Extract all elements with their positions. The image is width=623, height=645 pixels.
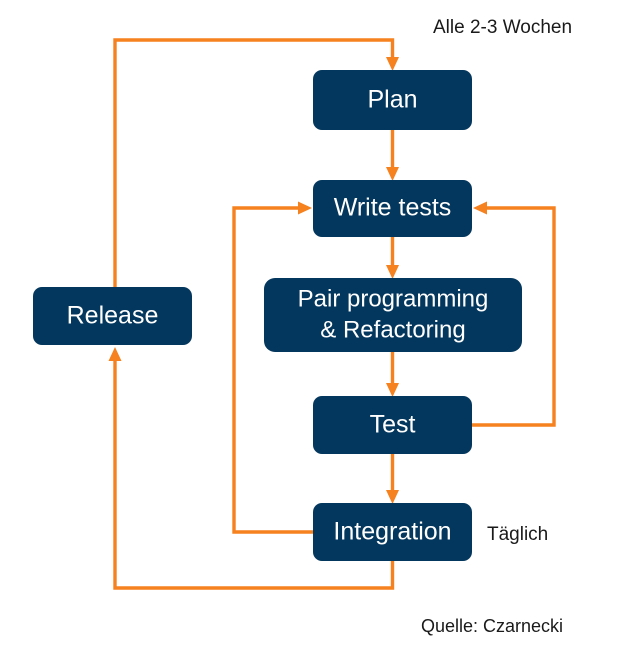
arrow-head-icon: [473, 201, 487, 215]
node-pair-programming[interactable]: Pair programming & Refactoring: [264, 278, 522, 352]
node-release-label: Release: [67, 302, 159, 330]
arrow-head-icon: [298, 201, 312, 215]
connector-integration-to-write-tests: [232, 201, 313, 534]
node-integration-label: Integration: [333, 518, 451, 546]
node-pair-programming-label-line2: & Refactoring: [320, 316, 465, 343]
connector-pair-programming-to-test: [386, 352, 399, 397]
node-test[interactable]: Test: [313, 396, 472, 454]
node-pair-programming-label-line1: Pair programming: [298, 285, 489, 312]
node-plan-label: Plan: [367, 86, 417, 114]
connector-plan-to-write-tests: [386, 130, 399, 181]
connector-test-to-write-tests: [472, 201, 556, 427]
connector-test-to-integration: [386, 453, 399, 504]
node-write-tests[interactable]: Write tests: [313, 180, 472, 237]
connector-integration-to-release: [108, 347, 395, 590]
annotation-daily-cadence: Täglich: [487, 524, 548, 545]
arrow-head-icon: [386, 57, 399, 71]
connector-release-to-plan: [113, 38, 399, 287]
annotation-source-credit: Quelle: Czarnecki: [421, 616, 563, 636]
node-integration[interactable]: Integration: [313, 503, 472, 561]
node-test-label: Test: [370, 411, 416, 439]
arrow-head-icon: [386, 167, 399, 181]
connector-write-tests-to-pair-programming: [386, 236, 399, 279]
node-write-tests-label: Write tests: [334, 194, 452, 222]
arrow-head-icon: [386, 490, 399, 504]
node-release[interactable]: Release: [33, 287, 192, 345]
arrow-head-icon: [386, 265, 399, 279]
arrow-head-icon: [108, 347, 122, 361]
arrow-head-icon: [386, 383, 399, 397]
annotation-iteration-cadence: Alle 2-3 Wochen: [433, 17, 572, 38]
node-plan[interactable]: Plan: [313, 70, 472, 130]
